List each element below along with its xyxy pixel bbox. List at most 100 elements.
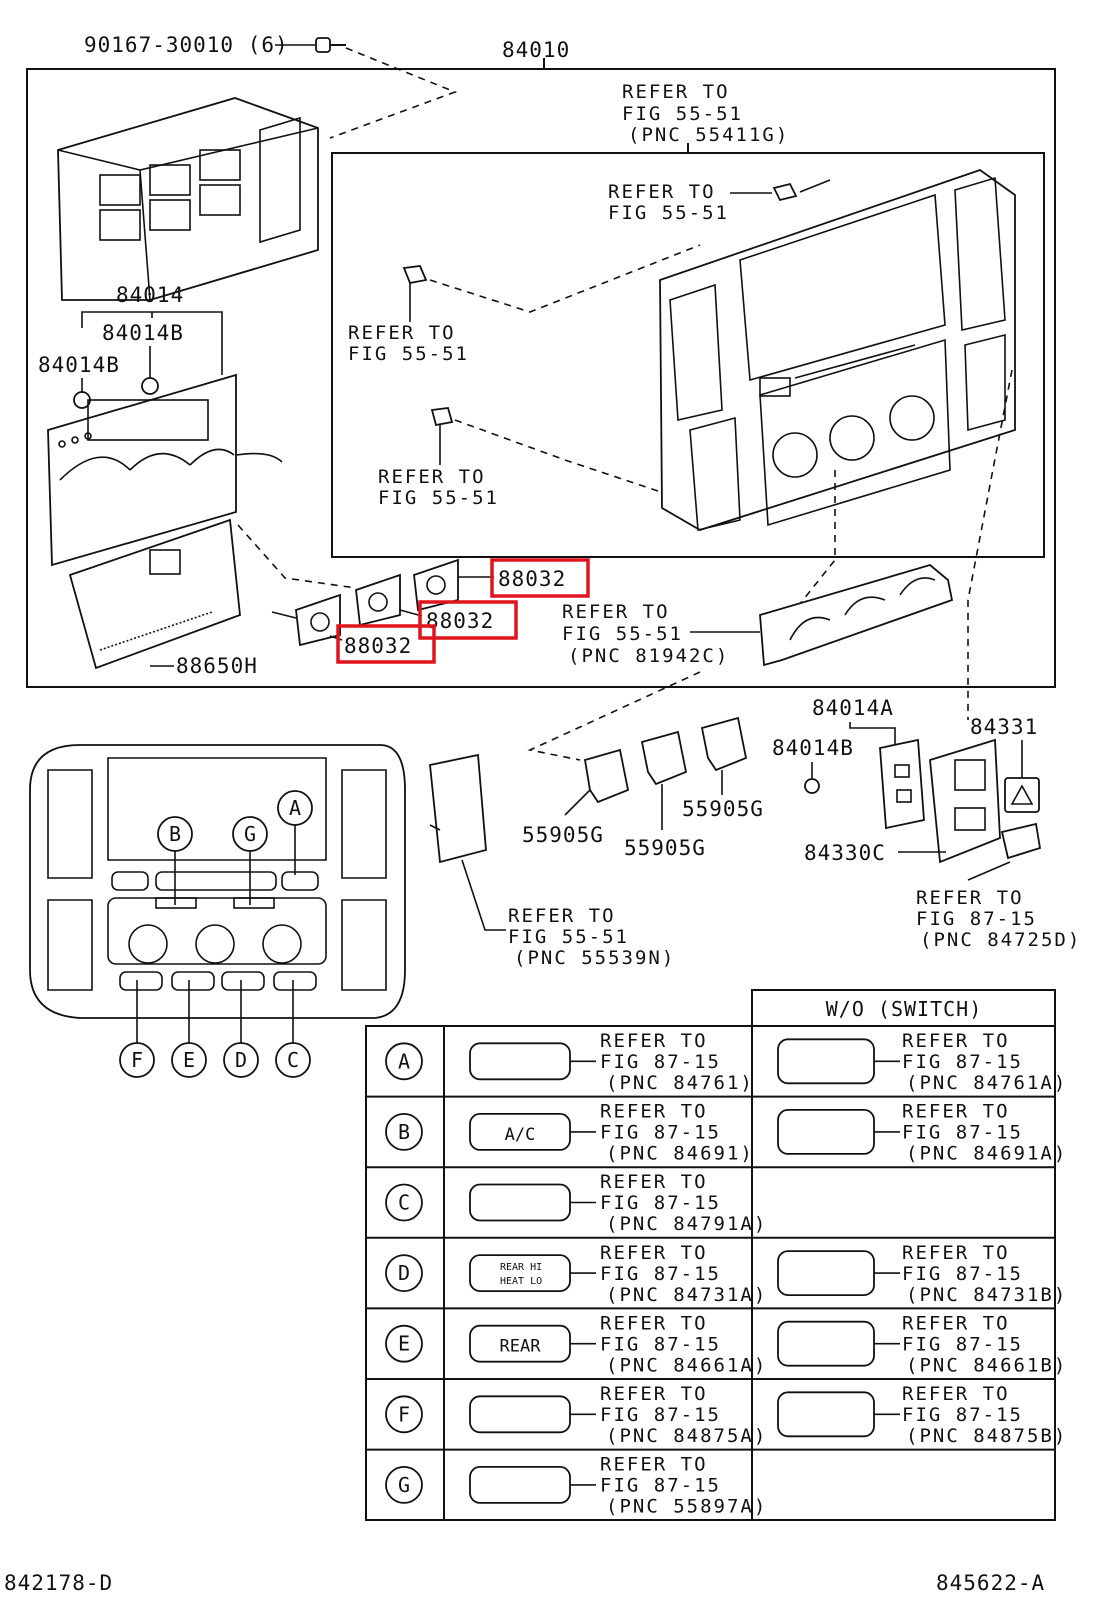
svg-text:REFER TO: REFER TO: [622, 81, 730, 103]
row-ref-text: FIG 87-15: [600, 1333, 721, 1355]
switch-face-text: REAR HI: [500, 1262, 542, 1273]
panel-letter-e: E: [183, 1048, 195, 1072]
row-ref-text: REFER TO: [600, 1171, 708, 1193]
row-ref-text: (PNC 84661A): [606, 1354, 767, 1376]
row-letter-circle: [385, 1466, 423, 1504]
svg-text:(PNC 55539N): (PNC 55539N): [514, 947, 675, 969]
panel-callouts: A B G F E D C: [119, 790, 313, 1078]
row-letter-circle: [385, 1113, 423, 1151]
row-letter: E: [398, 1332, 410, 1356]
row-ref-text-wo: REFER TO: [902, 1101, 1010, 1123]
switch-84330c-label: 84330C: [804, 841, 886, 865]
svg-text:FIG 55-51: FIG 55-51: [348, 343, 469, 365]
panel-letter-c: C: [287, 1048, 299, 1072]
row-ref-text: (PNC 84791A): [606, 1213, 767, 1235]
clip-icon-top: [772, 182, 798, 202]
row-ref-text-wo: REFER TO: [902, 1312, 1010, 1334]
svg-text:FIG 55-51: FIG 55-51: [608, 202, 729, 224]
row-ref-text: FIG 87-15: [600, 1404, 721, 1426]
footer-right-code: 845622-A: [936, 1571, 1045, 1595]
bulb-label-3: 88032: [344, 634, 412, 658]
ref-block-5: REFER TO FIG 55-51 (PNC 81942C): [562, 601, 727, 667]
svg-text:REFER TO: REFER TO: [916, 887, 1024, 909]
row-letter: G: [398, 1473, 410, 1497]
row-ref-text: FIG 87-15: [600, 1263, 721, 1285]
knob-label-1: 55905G: [522, 823, 604, 847]
assembly-frames: [26, 58, 1056, 688]
row-ref-text: FIG 87-15: [600, 1475, 721, 1497]
blank-switch-icon: [1000, 822, 1042, 860]
blank-switch-icon: [777, 1038, 875, 1085]
knob-label-2: 55905G: [624, 836, 706, 860]
row-ref-text-wo: (PNC 84875B): [906, 1425, 1067, 1447]
bulb-label-1: 88032: [498, 567, 566, 591]
ref-block-6: REFER TO FIG 87-15 (PNC 84725D): [916, 887, 1081, 951]
ref-block-3: REFER TO FIG 55-51: [348, 322, 469, 365]
switch-face-text: HEAT LO: [500, 1276, 542, 1287]
switch-icon: [469, 1466, 596, 1504]
svg-text:FIG 55-51: FIG 55-51: [622, 103, 743, 125]
control-84014a-label: 84014A: [812, 696, 894, 720]
switch-face-text: REAR: [500, 1337, 542, 1357]
svg-text:FIG 55-51: FIG 55-51: [508, 926, 629, 948]
knob-label-3: 55905G: [682, 797, 764, 821]
row-letter: D: [398, 1261, 410, 1285]
row-ref-text-wo: FIG 87-15: [902, 1333, 1023, 1355]
cluster-finish-panel: [659, 168, 1016, 531]
switch-icon: [469, 1395, 596, 1434]
row-ref-text: (PNC 84761): [606, 1072, 754, 1094]
svg-text:FIG 55-51: FIG 55-51: [378, 487, 499, 509]
heater-control-housing: [57, 97, 319, 301]
blank-switch-icon: [777, 1250, 875, 1296]
hazard-switch-icon: [1004, 777, 1040, 813]
amplifier-label: 88650H: [176, 654, 258, 678]
row-ref-text: REFER TO: [600, 1383, 708, 1405]
clip-icon-low: [430, 407, 454, 427]
svg-text:(PNC 55411G): (PNC 55411G): [628, 124, 789, 146]
row-ref-text: FIG 87-15: [600, 1051, 721, 1073]
bolt-icon: [315, 37, 346, 53]
clip-label-1: 84014B: [102, 321, 184, 345]
row-ref-text-wo: (PNC 84661B): [906, 1354, 1067, 1376]
faceplate-part: [429, 753, 487, 864]
blank-switch-icon: [777, 1391, 875, 1438]
svg-text:REFER TO: REFER TO: [608, 181, 716, 203]
row-letter-circle: [385, 1183, 423, 1222]
table-header: W/O (SWITCH): [826, 997, 983, 1021]
row-ref-text: (PNC 84875A): [606, 1425, 767, 1447]
footer-left-code: 842178-D: [4, 1571, 113, 1595]
panel-letter-d: D: [235, 1048, 247, 1072]
clip-icon-right: [804, 778, 820, 794]
ref-block-7: REFER TO FIG 55-51 (PNC 55539N): [508, 905, 675, 969]
switch-icon: REAR HI HEAT LO: [469, 1254, 596, 1292]
svg-text:(PNC 84725D): (PNC 84725D): [920, 929, 1081, 951]
svg-text:REFER TO: REFER TO: [378, 466, 486, 488]
switch-icon: [469, 1042, 596, 1081]
switch-board: [879, 738, 925, 830]
row-ref-text-wo: REFER TO: [902, 1030, 1010, 1052]
bulb-highlight-2: [418, 600, 518, 640]
bulb-highlight-1: [490, 558, 590, 598]
outer-frame: [26, 68, 1056, 688]
panel-front-view: [29, 744, 406, 1019]
row-letter-circle: [385, 1042, 423, 1081]
row-letter: B: [398, 1120, 410, 1144]
amplifier-unit: [68, 518, 241, 670]
clip-label-2: 84014B: [38, 353, 120, 377]
row-ref-text: REFER TO: [600, 1101, 708, 1123]
row-ref-text-wo: FIG 87-15: [902, 1404, 1023, 1426]
svg-text:FIG 55-51: FIG 55-51: [562, 623, 683, 645]
panel-letter-b: B: [169, 822, 181, 846]
blank-switch-icon: [777, 1320, 875, 1367]
row-ref-text-wo: (PNC 84761A): [906, 1072, 1067, 1094]
row-ref-text-wo: REFER TO: [902, 1242, 1010, 1264]
switch-table: W/O (SWITCH): [365, 989, 1056, 1521]
knob-icon: [583, 716, 748, 804]
clip-icon-mid: [402, 265, 428, 285]
panel-letter-f: F: [131, 1048, 143, 1072]
bolt-label: 90167-30010 (6): [84, 33, 289, 57]
